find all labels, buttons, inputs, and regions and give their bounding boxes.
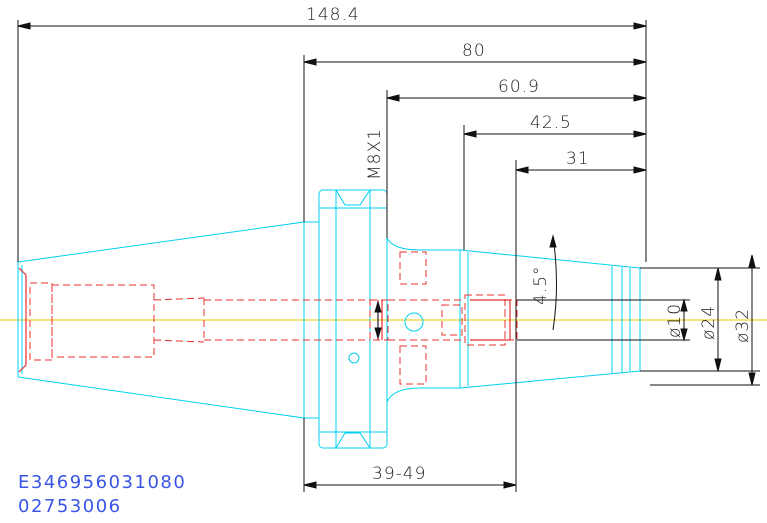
dim-clamp-range: 39-49: [372, 464, 426, 484]
part-code-primary: E346956031080: [18, 472, 187, 493]
dim-taper-angle: 4.5°: [531, 265, 551, 305]
part-code-secondary: 02753006: [18, 496, 122, 517]
dim-body-diameter: ø32: [733, 308, 753, 343]
dim-nose-diameter: ø24: [699, 305, 719, 340]
dim-bore-diameter: ø10: [665, 303, 685, 338]
dim-length-60-9: 60.9: [498, 77, 540, 97]
dim-length-42-5: 42.5: [530, 113, 572, 133]
dimension-lines: [17, 20, 760, 492]
dim-overall-length: 148.4: [306, 5, 360, 25]
holder-outline: [17, 189, 641, 449]
dim-length-31: 31: [566, 149, 590, 169]
dim-flange-to-tip: 80: [462, 41, 486, 61]
dim-thread: M8X1: [365, 128, 385, 180]
